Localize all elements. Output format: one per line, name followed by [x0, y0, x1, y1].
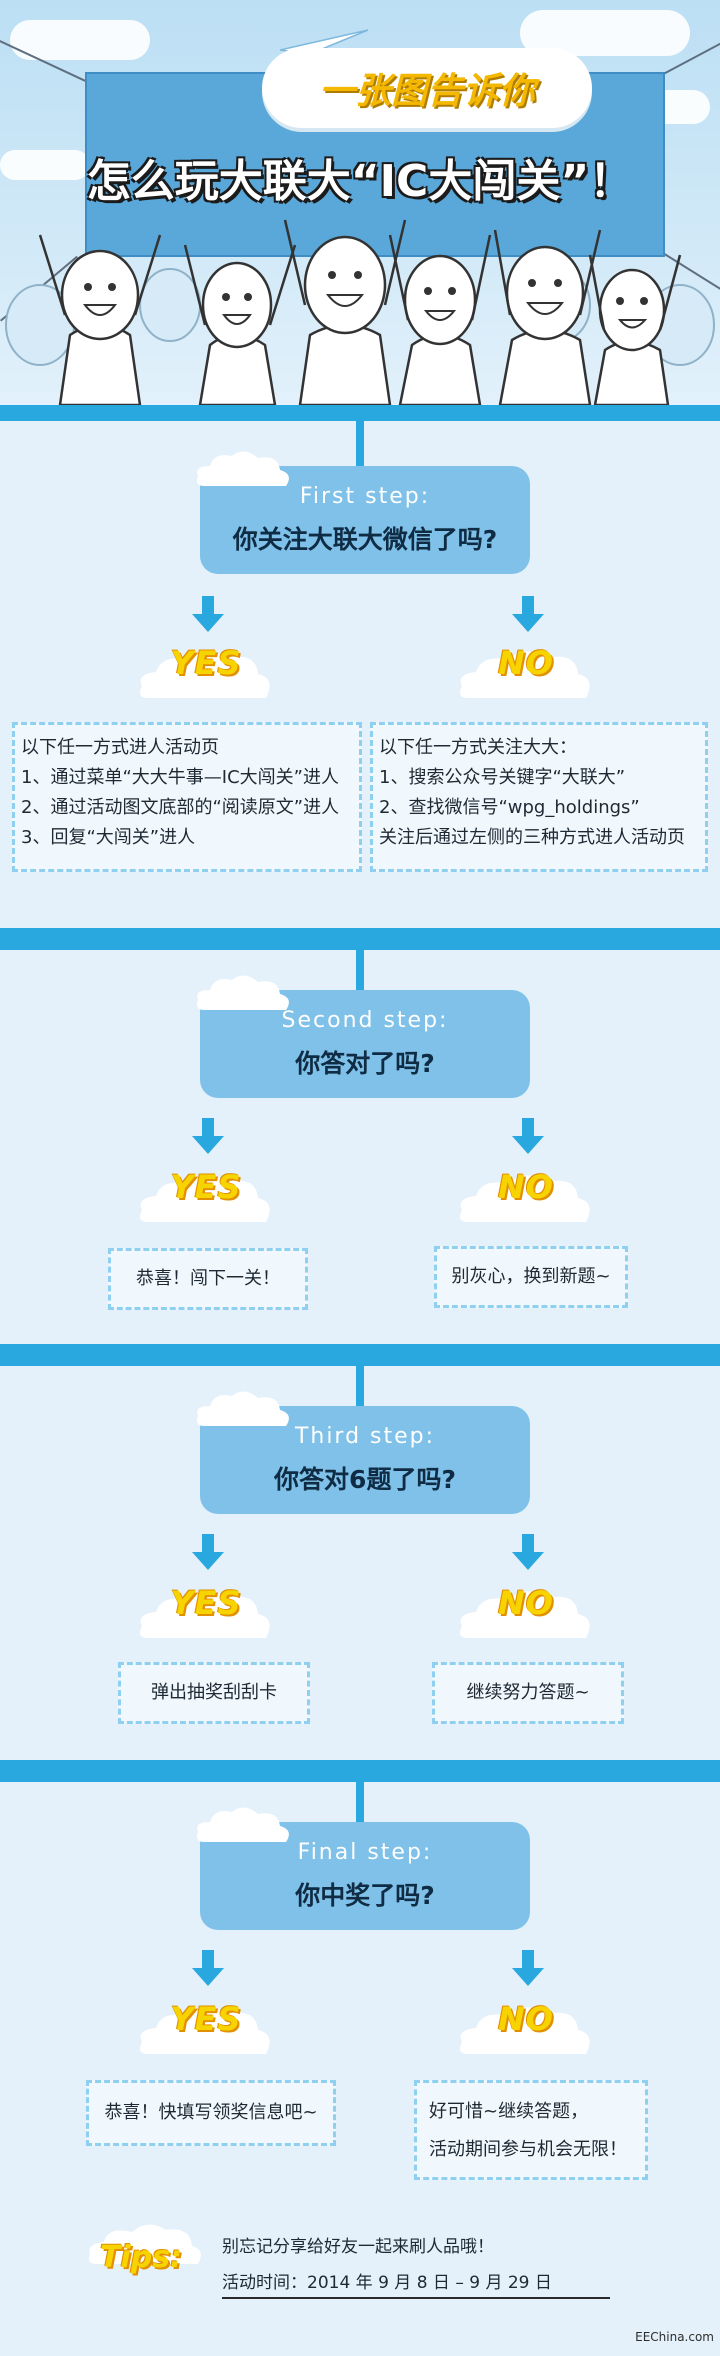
section-divider-bar: [0, 928, 720, 950]
header-title: 一张图告诉你: [318, 71, 535, 112]
tips-underline: [222, 2297, 610, 2299]
step-2-yes-note: 恭喜！闯下一关！: [108, 1248, 308, 1310]
header-divider-bar: [0, 405, 720, 421]
note-line: 别灰心，换到新题~: [451, 1266, 611, 1287]
arrow-down-icon: [512, 1950, 544, 1986]
arrow-down-icon: [192, 1950, 224, 1986]
cheering-crowd-illustration: [5, 219, 715, 405]
step-1-label: First step:: [299, 484, 431, 509]
note-line: 2、查找微信号“wpg_holdings”: [379, 797, 640, 818]
yes-label: YES: [170, 2000, 242, 2038]
note-line: 2、通过活动图文底部的“阅读原文”进人: [21, 797, 340, 818]
step-3-yes-note: 弹出抽奖刮刮卡: [118, 1662, 310, 1724]
flow-connector: [356, 1366, 364, 1406]
step-4-yes-badge: YES: [136, 1996, 276, 2056]
cloud-icon: [140, 1175, 270, 1222]
step-1-yes-badge: YES: [136, 640, 276, 700]
step-3-question-box: Third step: 你答对6题了吗?: [196, 1391, 530, 1514]
step-3-question: 你答对6题了吗?: [274, 1465, 456, 1494]
cloud-icon: [140, 2007, 270, 2054]
step-4-no-note: 好可惜~继续答题， 活动期间参与机会无限！: [414, 2080, 648, 2180]
step-1-no-note: 以下任一方式关注大大： 1、搜索公众号关键字“大联大” 2、查找微信号“wpg_…: [370, 722, 708, 872]
cloud-icon: [460, 1591, 590, 1638]
step-1-yes-note: 以下任一方式进人活动页 1、通过菜单“大大牛事—IC大闯关”进人 2、通过活动图…: [12, 722, 362, 872]
step-2-no-badge: NO: [456, 1164, 596, 1224]
step-4-label: Final step:: [297, 1840, 433, 1865]
note-line: 1、搜索公众号关键字“大联大”: [379, 767, 626, 788]
cloud-icon: [140, 651, 270, 698]
step-1-question: 你关注大联大微信了吗?: [232, 525, 498, 554]
header-banner: 一张图告诉你 怎么玩大联大“IC大闯关”！: [0, 0, 720, 405]
note-line: 恭喜！闯下一关！: [136, 1268, 280, 1289]
cloud-icon: [460, 2007, 590, 2054]
step-4-question-box: Final step: 你中奖了吗?: [196, 1807, 530, 1930]
cloud-icon: [196, 451, 289, 486]
no-label: NO: [498, 2000, 554, 2038]
note-line: 关注后通过左侧的三种方式进人活动页: [379, 827, 685, 848]
header-subtitle: 怎么玩大联大“IC大闯关”！: [86, 156, 634, 207]
cloud-icon: [196, 1391, 289, 1426]
step-4-question: 你中奖了吗?: [295, 1881, 435, 1910]
background-cloud: [0, 150, 90, 180]
note-line: 继续努力答题~: [466, 1682, 590, 1703]
step-3-no-note: 继续努力答题~: [432, 1662, 624, 1724]
note-line: 恭喜！快填写领奖信息吧~: [104, 2102, 318, 2123]
arrow-down-icon: [192, 596, 224, 632]
step-1-no-badge: NO: [456, 640, 596, 700]
arrow-down-icon: [512, 596, 544, 632]
yes-label: YES: [170, 644, 242, 682]
step-3-yes-badge: YES: [136, 1580, 276, 1640]
note-line: 1、通过菜单“大大牛事—IC大闯关”进人: [21, 767, 339, 788]
step-2-question: 你答对了吗?: [295, 1049, 435, 1078]
note-line: 活动期间参与机会无限！: [429, 2139, 627, 2160]
section-divider-bar: [0, 1344, 720, 1366]
step-3-no-badge: NO: [456, 1580, 596, 1640]
note-line: 以下任一方式关注大大：: [379, 737, 577, 758]
step-2-question-box: Second step: 你答对了吗?: [196, 975, 530, 1098]
step-2-label: Second step:: [281, 1008, 449, 1033]
arrow-down-icon: [192, 1534, 224, 1570]
arrow-down-icon: [512, 1118, 544, 1154]
cloud-icon: [196, 975, 289, 1010]
no-label: NO: [498, 1168, 554, 1206]
step-4-yes-note: 恭喜！快填写领奖信息吧~: [86, 2080, 336, 2146]
yes-label: YES: [170, 1584, 242, 1622]
step-2-no-note: 别灰心，换到新题~: [434, 1246, 628, 1308]
arrow-down-icon: [512, 1534, 544, 1570]
flow-connector: [356, 421, 364, 466]
step-1-question-box: First step: 你关注大联大微信了吗?: [196, 451, 530, 574]
step-3-label: Third step:: [294, 1424, 436, 1449]
tips-label: Tips:: [100, 2240, 183, 2275]
flow-connector: [356, 950, 364, 990]
no-label: NO: [498, 1584, 554, 1622]
note-line: 弹出抽奖刮刮卡: [151, 1682, 277, 1703]
tips-share-text: 别忘记分享给好友一起来刷人品哦！: [222, 2237, 494, 2257]
cloud-icon: [140, 1591, 270, 1638]
cloud-icon: [460, 1175, 590, 1222]
step-2-yes-badge: YES: [136, 1164, 276, 1224]
section-divider-bar: [0, 1760, 720, 1782]
note-line: 3、回复“大闯关”进人: [21, 827, 196, 848]
yes-label: YES: [170, 1168, 242, 1206]
background-cloud: [10, 20, 150, 60]
tips-date-text: 活动时间：2014 年 9 月 8 日 – 9 月 29 日: [222, 2273, 552, 2293]
cloud-icon: [88, 2224, 201, 2264]
cloud-icon: [196, 1807, 289, 1842]
cloud-icon: [460, 651, 590, 698]
note-line: 好可惜~继续答题，: [429, 2101, 589, 2122]
title-cloud: [262, 48, 592, 128]
flow-connector: [356, 1782, 364, 1822]
watermark: EEChina.com: [635, 2330, 714, 2344]
step-4-no-badge: NO: [456, 1996, 596, 2056]
note-line: 以下任一方式进人活动页: [21, 737, 219, 758]
arrow-down-icon: [192, 1118, 224, 1154]
no-label: NO: [498, 644, 554, 682]
